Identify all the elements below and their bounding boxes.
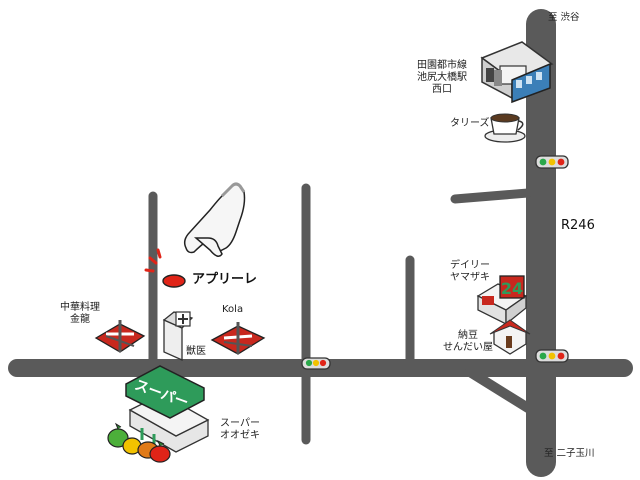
south-destination-label: 至 二子玉川 (544, 448, 595, 459)
side-road-east (450, 188, 533, 204)
kola-label: Kola (222, 304, 244, 315)
signpost-icon (210, 322, 266, 355)
store-24-sign: 24 (501, 279, 523, 298)
supermarket-name-1: スーパー (220, 418, 260, 429)
supermarket-name-2: オオゼキ (220, 430, 260, 441)
house-icon (489, 319, 531, 355)
natto-shop-name-2: せんだい屋 (443, 342, 493, 353)
vegetables-icon (107, 422, 171, 463)
road-network (8, 9, 633, 477)
convenience-store-label: デイリー ヤマザキ (442, 260, 498, 284)
vet-label: 獣医 (186, 346, 206, 357)
convenience-store-name-2: ヤマザキ (450, 272, 490, 283)
traffic-light-icon (301, 357, 331, 370)
store-24-icon: 24 (476, 275, 528, 326)
station-exit: 西口 (432, 84, 452, 95)
natto-shop-label: 納豆 せんだい屋 (440, 330, 496, 354)
destination-label: アプリーレ (192, 272, 258, 287)
station-line-name: 田園都市線 (417, 60, 467, 71)
station-label: 田園都市線 池尻大橋駅 西口 (412, 60, 472, 96)
chinese-restaurant-name-1: 中華料理 (60, 302, 100, 313)
station-name: 池尻大橋駅 (417, 72, 467, 83)
vet-clinic-icon (162, 311, 194, 362)
diagonal-road (465, 367, 533, 413)
signpost-icon (94, 320, 146, 353)
traffic-light-icon (535, 155, 569, 169)
route-label: R246 (561, 218, 595, 233)
cafe-label: タリーズ (450, 118, 490, 129)
station-building-icon (480, 41, 554, 104)
destination-marker (162, 274, 186, 288)
north-destination-label: 至 渋谷 (548, 12, 580, 23)
highlight-marker (144, 248, 186, 288)
convenience-store-name-1: デイリー (450, 260, 490, 271)
natto-shop-name-1: 納豆 (458, 330, 478, 341)
chinese-restaurant-name-2: 金龍 (70, 314, 90, 325)
hand-pointer-icon (183, 182, 246, 257)
chinese-restaurant-label: 中華料理 金龍 (52, 302, 108, 326)
coffee-cup-icon (484, 113, 526, 143)
supermarket-icon: スーパー (125, 365, 210, 453)
supermarket-label: スーパー オオゼキ (214, 418, 266, 442)
traffic-light-icon (535, 349, 569, 363)
